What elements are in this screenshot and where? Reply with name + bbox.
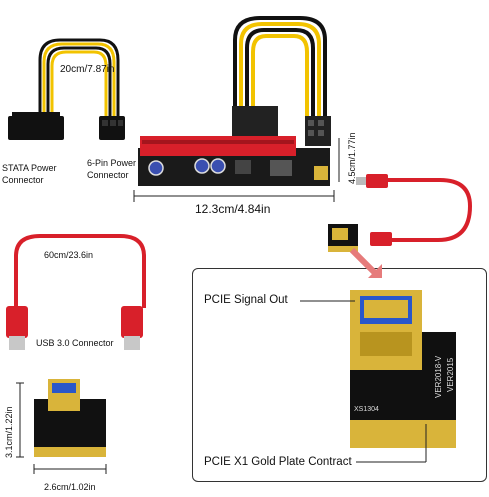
gold-contract-leader-line: [356, 424, 427, 463]
pcb-code-2: VER2015: [446, 357, 455, 392]
riser-card-small-icon: [16, 379, 107, 474]
sata-power-label-2: Connector: [2, 175, 44, 185]
usb-red-cable-right-icon: [328, 174, 473, 252]
pcb-serial: XS1304: [354, 406, 379, 413]
usb-cable-length-label: 60cm/23.6in: [44, 250, 94, 260]
inset-riser-card-icon: [350, 290, 456, 448]
pcie-gold-contract-label: PCIE X1 Gold Plate Contract: [204, 456, 352, 468]
pcb-code-1: VER2018-V: [434, 355, 443, 398]
riser-board-icon: [133, 16, 340, 202]
signal-out-leader-line: [300, 300, 355, 302]
six-pin-label-2: Connector: [87, 170, 129, 180]
usb-cable-icon: [6, 234, 146, 350]
inset-pointer-arrow-icon: [349, 247, 382, 279]
pcie-signal-out-label: PCIE Signal Out: [204, 294, 288, 306]
sata-power-label-1: STATA Power: [2, 163, 57, 173]
usb-connector-label: USB 3.0 Connector: [36, 338, 114, 348]
sata-cable-icon: [8, 38, 125, 140]
card-height-label: 3.1cm/1.22in: [4, 406, 14, 458]
board-length-label: 12.3cm/4.84in: [195, 202, 271, 216]
sata-cable-length-label: 20cm/7.87in: [60, 64, 115, 75]
card-width-label: 2.6cm/1.02in: [44, 482, 96, 492]
six-pin-label-1: 6-Pin Power: [87, 158, 137, 168]
